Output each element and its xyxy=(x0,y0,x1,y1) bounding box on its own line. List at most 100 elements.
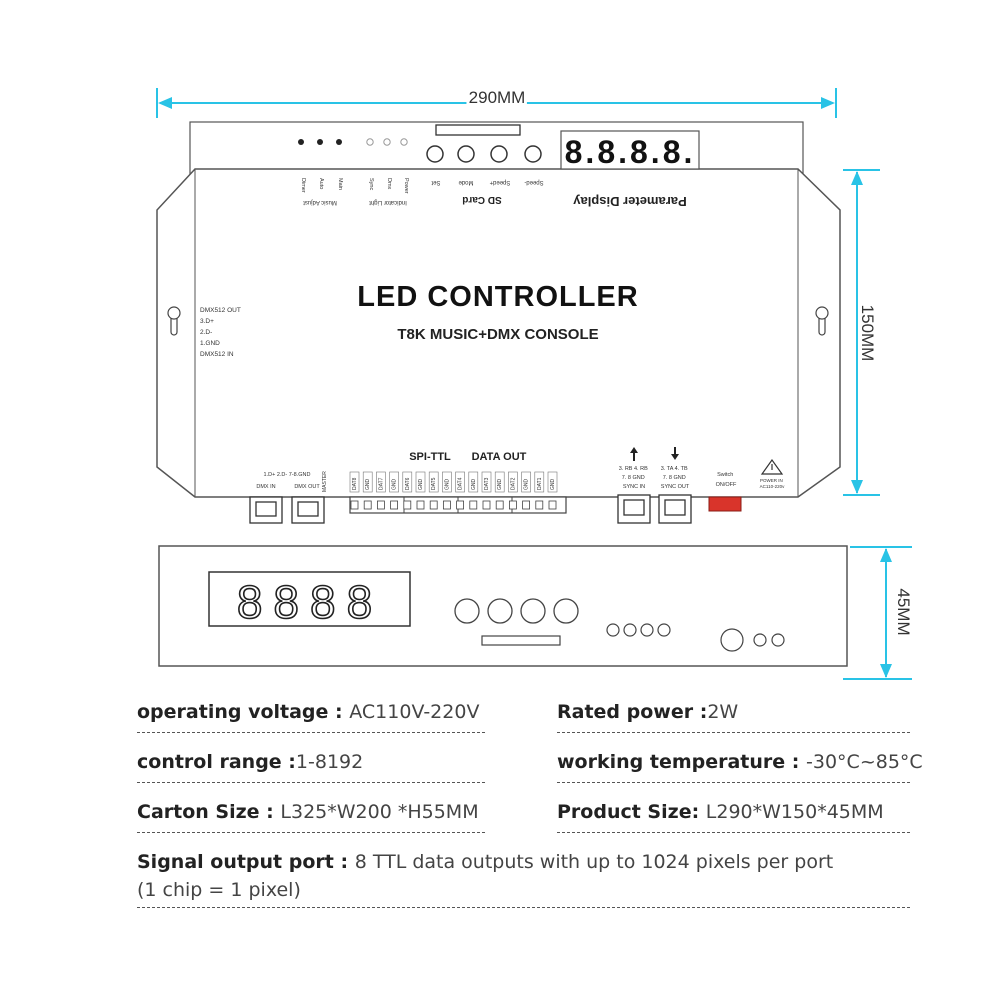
spec-control-range: control range :1-8192 xyxy=(137,751,364,773)
spec-carton-size: Carton Size : L325*W200 *H55MM xyxy=(137,801,479,823)
sync-in-arrow-icon xyxy=(630,447,638,461)
dmx-pinout-line: 2.D- xyxy=(200,329,212,336)
device-title: LED CONTROLLER xyxy=(357,281,638,313)
indicator-label-dmx: Dmx xyxy=(386,178,392,190)
music-led xyxy=(298,139,304,145)
data-port-label-box xyxy=(508,471,518,493)
device-subtitle: T8K MUSIC+DMX CONSOLE xyxy=(397,326,598,343)
front-button[interactable] xyxy=(454,598,480,624)
parameter-display-label: Parameter Display xyxy=(573,194,687,209)
mount-hole-right xyxy=(815,306,829,336)
terminal-screw[interactable] xyxy=(548,500,557,510)
data-port-label: DAT5 xyxy=(431,477,437,490)
spec-operating-voltage: operating voltage : AC110V-220V xyxy=(137,701,480,723)
divider xyxy=(137,832,485,833)
data-port-label: GND xyxy=(497,479,503,491)
button-speed-minus[interactable] xyxy=(524,145,542,163)
button-label-speed-minus: Speed- xyxy=(524,179,543,185)
data-port-label-box xyxy=(402,471,413,493)
terminal-screw[interactable] xyxy=(416,500,425,510)
terminal-screw[interactable] xyxy=(482,500,491,510)
data-port-label-box xyxy=(481,471,492,493)
power-switch[interactable] xyxy=(708,496,742,512)
sd-card-slot[interactable] xyxy=(435,124,521,136)
front-led xyxy=(623,623,637,637)
height-dimension xyxy=(843,169,880,496)
front-button[interactable] xyxy=(487,598,513,624)
indicator-led xyxy=(383,138,391,146)
data-port-label: GND xyxy=(524,479,530,491)
width-dimension xyxy=(156,88,837,118)
divider xyxy=(137,907,910,908)
depth-dimension xyxy=(843,546,912,680)
sync-in-port[interactable] xyxy=(617,494,651,524)
height-label: 150MM xyxy=(858,305,877,362)
data-port-label: DAT8 xyxy=(352,477,358,490)
terminal-screw[interactable] xyxy=(522,500,530,510)
terminal-screw[interactable] xyxy=(350,500,359,510)
terminal-screw[interactable] xyxy=(429,500,438,510)
terminal-screw[interactable] xyxy=(363,500,372,510)
button-speed-plus[interactable] xyxy=(490,145,508,163)
master-label: MASTER xyxy=(322,471,328,492)
terminal-screw[interactable] xyxy=(403,500,412,510)
terminal-screw[interactable] xyxy=(456,500,465,510)
sync-out-port[interactable] xyxy=(658,494,692,524)
front-display: 8888 xyxy=(237,576,383,628)
dmx-out-port[interactable] xyxy=(291,496,325,524)
indicator-led xyxy=(400,138,408,146)
divider xyxy=(557,782,910,783)
data-port-label-box xyxy=(494,471,505,493)
terminal-screw[interactable] xyxy=(535,500,544,510)
dmx-pinout-line: DMX512 IN xyxy=(200,351,234,358)
segment-display: 8.8.8.8. xyxy=(565,134,696,170)
indicator-led xyxy=(366,138,374,146)
terminal-screw[interactable] xyxy=(469,500,478,510)
front-led xyxy=(771,633,785,647)
button-set[interactable] xyxy=(426,145,444,163)
data-port-label: DAT2 xyxy=(510,477,516,490)
front-button[interactable] xyxy=(520,598,546,624)
terminal-screw[interactable] xyxy=(442,500,451,510)
data-port-label: DAT7 xyxy=(378,477,384,490)
front-led xyxy=(753,633,767,647)
data-port-label: GND xyxy=(444,479,450,491)
terminal-block[interactable] xyxy=(349,496,567,514)
data-port-label: GND xyxy=(550,479,556,491)
music-label-main: Main xyxy=(337,178,343,190)
terminal-screw[interactable] xyxy=(495,500,504,510)
front-sd-slot[interactable] xyxy=(481,635,561,646)
divider xyxy=(137,782,485,783)
front-led xyxy=(606,623,620,637)
data-port-label-box xyxy=(428,471,439,493)
front-button[interactable] xyxy=(553,598,579,624)
terminal-screw[interactable] xyxy=(390,500,399,510)
width-label: 290MM xyxy=(469,88,526,107)
warning-icon xyxy=(760,458,784,475)
music-label-auto: Auto xyxy=(318,178,324,189)
terminal-screw[interactable] xyxy=(376,500,385,510)
terminal-screw[interactable] xyxy=(508,500,517,510)
data-port-label-box xyxy=(376,471,386,493)
spec-product-size: Product Size: L290*W150*45MM xyxy=(557,801,884,823)
data-port-label: DAT4 xyxy=(458,477,464,490)
dmx-in-port[interactable] xyxy=(249,496,283,524)
data-port-label: GND xyxy=(365,479,371,491)
device-diagram: 290MM 150MM 45MM xyxy=(156,88,913,680)
indicator-label-power: Power xyxy=(403,178,409,194)
indicator-light-label: Indicator Light xyxy=(369,199,407,205)
music-adjust-label: Music Adjust xyxy=(303,199,337,205)
music-led xyxy=(336,139,342,145)
music-led xyxy=(317,139,323,145)
data-port-label-box xyxy=(468,471,479,493)
data-port-label-box xyxy=(455,471,465,493)
divider xyxy=(557,832,910,833)
segment-display-frame xyxy=(560,130,700,170)
spec-signal-note: (1 chip = 1 pixel) xyxy=(137,879,301,901)
spec-working-temperature: working temperature : -30°C~85°C xyxy=(557,751,923,773)
front-jack[interactable] xyxy=(720,628,744,652)
divider xyxy=(557,732,910,733)
button-label-mode: Mode xyxy=(458,179,474,185)
button-mode[interactable] xyxy=(457,145,475,163)
switch-label: Switch ON/OFF xyxy=(716,472,737,488)
